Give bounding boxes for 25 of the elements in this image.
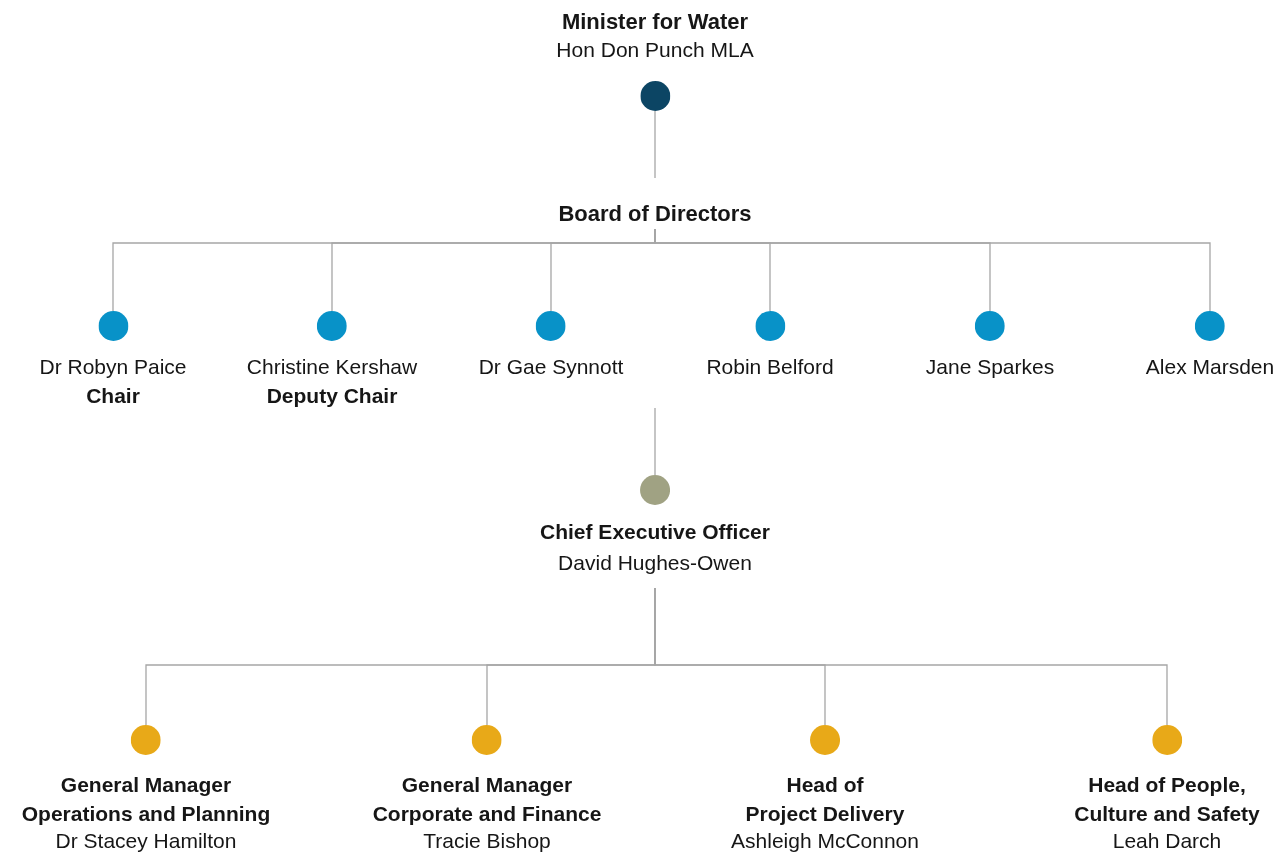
role-title: Chair [86,383,140,409]
group-heading: Board of Directors [558,200,752,228]
person-name: Ashleigh McConnon [731,828,919,854]
person-name: Dr Gae Synnott [478,354,624,380]
person-name: Robin Belford [706,354,834,380]
role-title: Head of Project Delivery [745,772,905,827]
person-name: Leah Darch [1112,828,1222,854]
connector-line [654,228,1211,312]
connector-line [654,587,1168,726]
person-name: Dr Robyn Paice [39,354,187,380]
person-name: Jane Sparkes [925,354,1055,380]
role-title: General Manager Corporate and Finance [372,772,602,827]
role-title: General Manager Operations and Planning [21,772,271,827]
connector-line [654,407,656,476]
person-name: Hon Don Punch MLA [556,37,754,63]
person-name: David Hughes-Owen [558,550,752,576]
role-title: Deputy Chair [266,383,398,409]
person-name: Dr Stacey Hamilton [55,828,237,854]
person-name: Tracie Bishop [423,828,551,854]
person-name: Christine Kershaw [246,354,418,380]
role-title: Minister for Water [561,8,749,36]
person-name: Alex Marsden [1145,354,1275,380]
connector-line [654,110,656,179]
role-title: Head of People, Culture and Safety [1074,772,1260,827]
role-title: Chief Executive Officer [540,519,770,545]
